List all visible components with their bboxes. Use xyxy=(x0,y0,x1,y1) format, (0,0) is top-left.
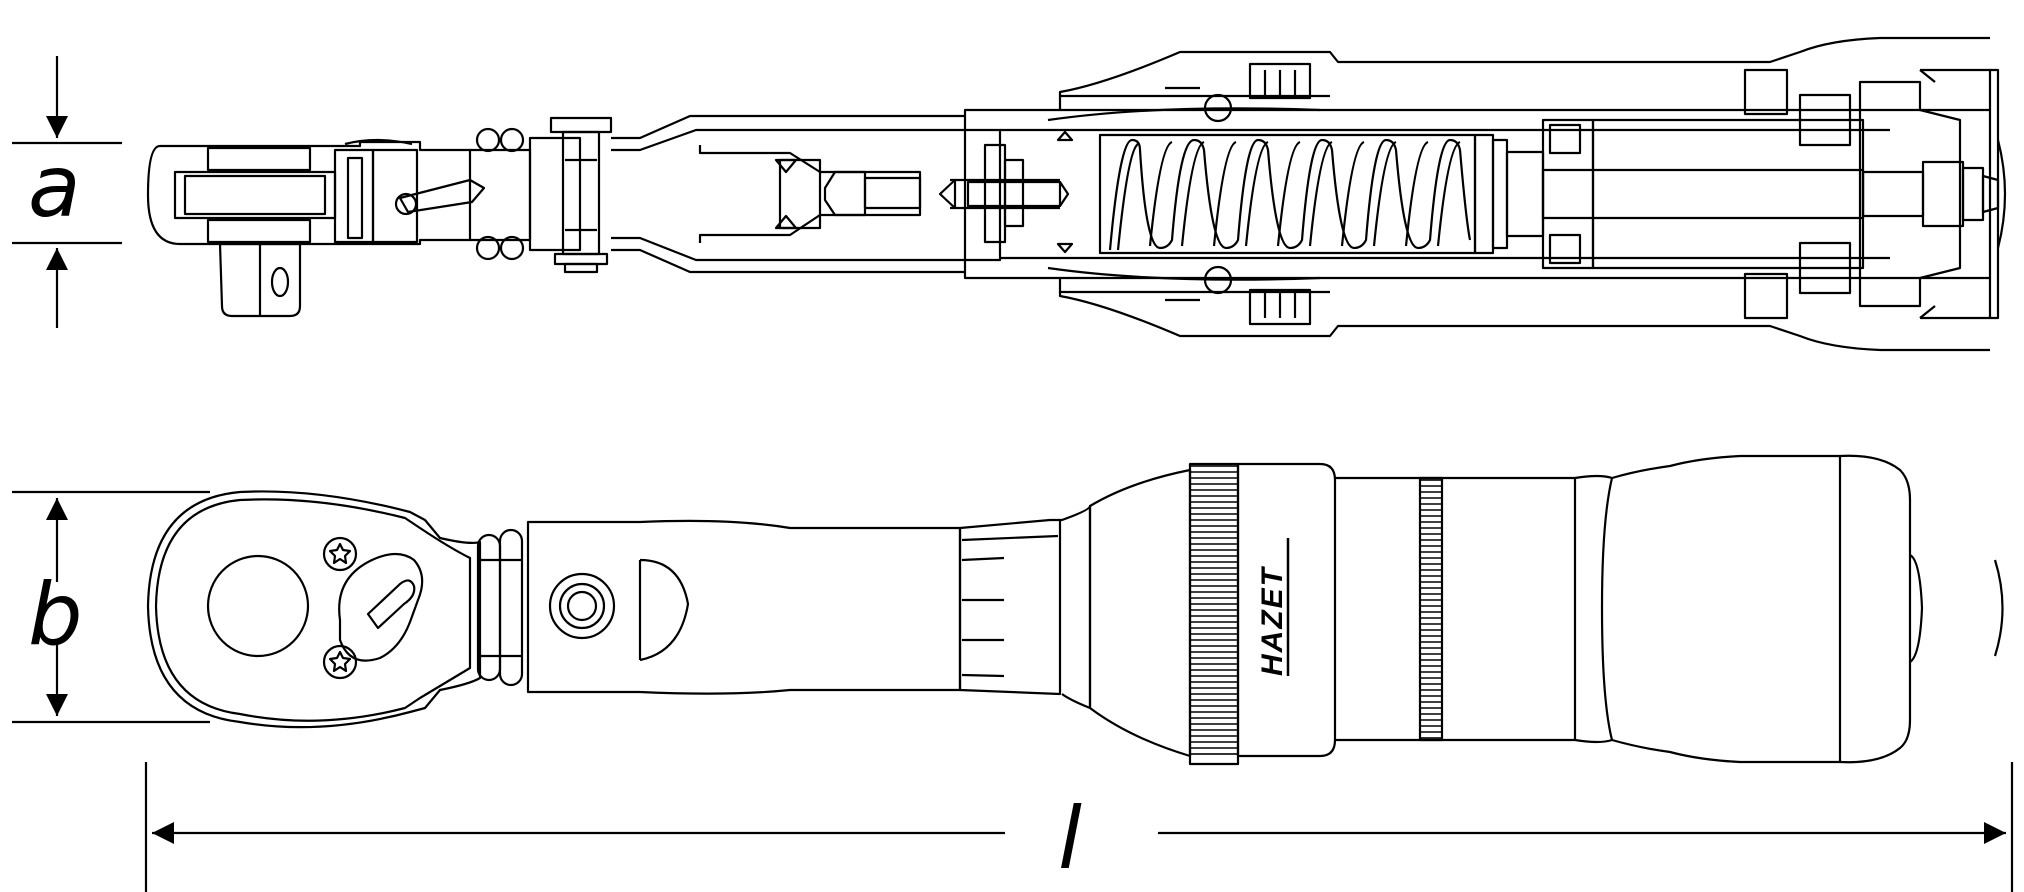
knurled-band xyxy=(1419,479,1443,739)
detent-balls xyxy=(1203,62,1312,326)
ferrule xyxy=(958,504,1092,710)
end-cap-section xyxy=(1858,68,2007,320)
ratchet-head-section xyxy=(146,138,486,318)
pivot-pin xyxy=(470,116,613,274)
push-rod xyxy=(698,130,1074,254)
dimension-b-label: b xyxy=(28,565,83,665)
knurled-ring xyxy=(1189,465,1239,755)
exterior-view xyxy=(12,454,2004,766)
tube-body xyxy=(611,36,1990,352)
section-view xyxy=(12,36,2007,352)
brand-logo: HAZET xyxy=(1256,565,1289,676)
screw-icon xyxy=(322,644,358,680)
dimension-l-label: l xyxy=(1058,789,1082,889)
adjusting-spindle xyxy=(1473,68,2000,320)
dimension-l xyxy=(144,762,2014,892)
screw-icon xyxy=(322,536,358,572)
knurl-frame xyxy=(1419,479,1443,739)
grip-body xyxy=(1088,454,2004,766)
handle-neck xyxy=(526,519,962,695)
collar-rings xyxy=(476,528,524,687)
dimension-a xyxy=(12,56,122,328)
dimension-a-label: a xyxy=(28,137,81,237)
dimension-b xyxy=(12,490,210,724)
ratchet-head xyxy=(146,490,482,729)
compression-spring xyxy=(1098,133,1477,255)
square-drive xyxy=(206,554,310,658)
